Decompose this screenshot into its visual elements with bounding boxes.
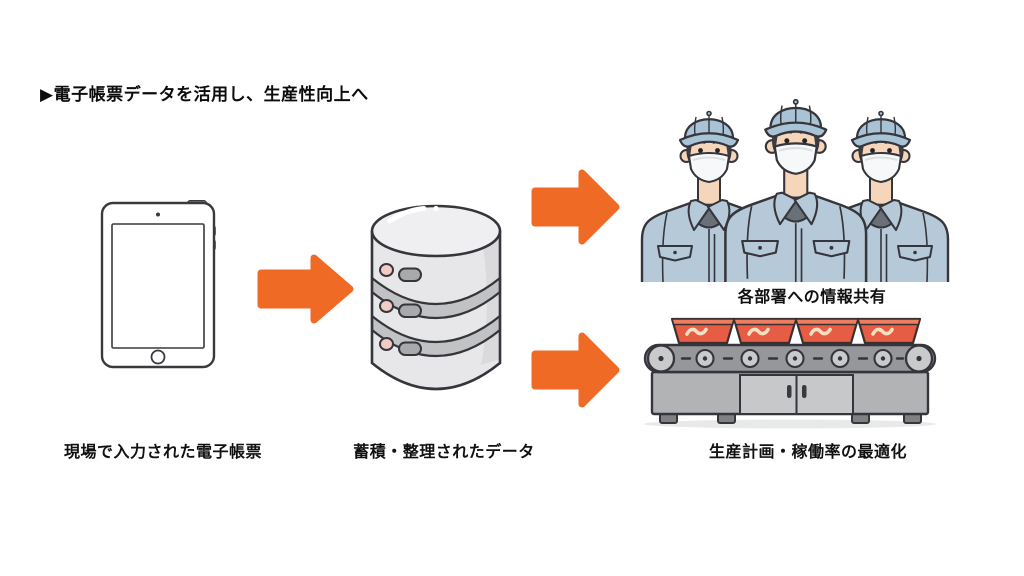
tablet-home-button: [150, 349, 166, 365]
arrow-right-icon: [257, 254, 354, 324]
arrow-database-to-workers: [531, 169, 620, 245]
arrow-right-icon: [531, 332, 620, 408]
database-led-gray-1: [398, 267, 422, 282]
roller-dot: [658, 355, 664, 362]
tablet-icon: [100, 200, 216, 369]
database-led-gray-2: [398, 303, 422, 318]
conveyor-label: 生産計画・稼働率の最適化: [708, 444, 907, 461]
arrow-tablet-to-database: [257, 254, 354, 324]
arrow-right-icon: [531, 169, 620, 245]
roller-dot: [916, 355, 922, 362]
database-led-pink-1: [379, 263, 394, 277]
product-trays: [670, 317, 922, 345]
worker-center: [724, 98, 868, 282]
database-led-gray-3: [398, 341, 422, 356]
database-top: [370, 204, 502, 258]
database-highlight: [387, 206, 427, 224]
factory-workers-icon: [640, 98, 950, 282]
tablet-camera-dot: [156, 212, 160, 217]
database-icon: [370, 204, 502, 391]
conveyor-door-handle-right: [802, 385, 807, 398]
database-outline: [370, 231, 502, 391]
workers-label: 各部署への情報共有: [737, 289, 887, 306]
mid-rollers: [695, 348, 893, 369]
page-title: ▶電子帳票データを活用し、生産性向上へ: [40, 85, 369, 104]
database-led-pink-2: [379, 299, 394, 313]
conveyor-belt-icon: [643, 317, 937, 429]
database-led-pink-3: [379, 337, 394, 351]
tablet-screen: [111, 223, 205, 349]
database-highlight-dot: [433, 205, 439, 212]
conveyor-shadow: [644, 419, 936, 429]
arrow-database-to-conveyor: [531, 332, 620, 408]
tablet-label: 現場で入力された電子帳票: [63, 444, 262, 461]
database-label: 蓄積・整理されたデータ: [353, 444, 535, 461]
conveyor-door-handle-left: [787, 385, 792, 398]
